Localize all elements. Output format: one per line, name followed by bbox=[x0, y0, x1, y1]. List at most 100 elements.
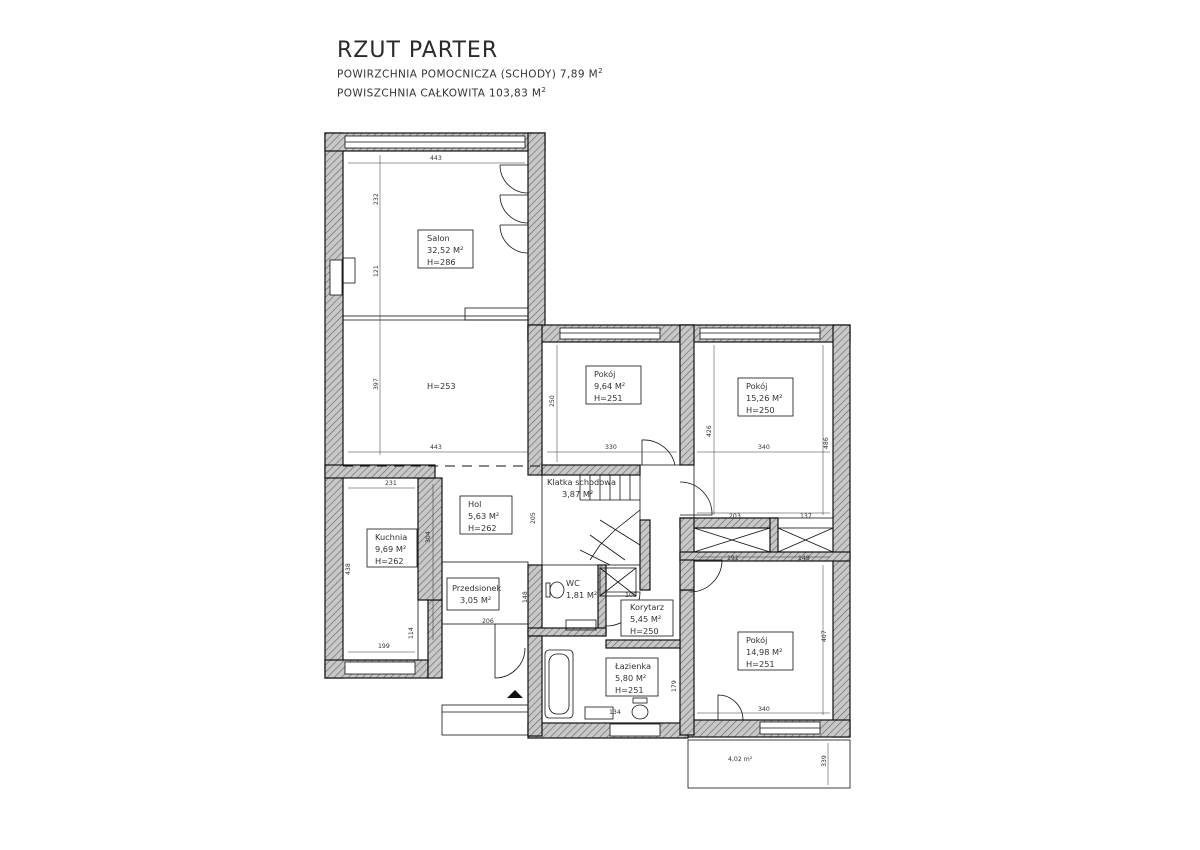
room-label-pokoj-3-name: Pokój bbox=[746, 635, 767, 645]
dim-salon-width: 443 bbox=[430, 155, 442, 162]
total-area-text: POWISZCHNIA CAŁKOWITA 103,83 M bbox=[337, 87, 542, 99]
dim-hol-depth: 205 bbox=[530, 512, 537, 524]
door-swing-entrance bbox=[494, 624, 526, 679]
dim-dining-depth: 397 bbox=[373, 378, 380, 390]
pokoj2-outline bbox=[693, 341, 834, 519]
window-salon-west bbox=[329, 259, 343, 296]
door-swing-balcony bbox=[717, 694, 744, 721]
wall-west bbox=[324, 132, 344, 679]
room-label-korytarz-area: 5,45 M² bbox=[630, 614, 661, 624]
room-label-klatka-name: Klatka schodowa bbox=[547, 477, 616, 487]
sink-bath-icon bbox=[584, 706, 614, 720]
room-label-przedsionek-area: 3,05 M² bbox=[460, 595, 491, 605]
dim-przedsionek-width: 206 bbox=[482, 618, 494, 625]
hol-wardrobe bbox=[464, 307, 529, 321]
room-label-pokoj-1-height: H=251 bbox=[594, 393, 623, 403]
room-labels: Salon 32,52 M² H=286 H=253 Pokój 9,64 M²… bbox=[366, 229, 794, 763]
doors bbox=[441, 164, 744, 736]
room-label-korytarz-name: Korytarz bbox=[630, 602, 664, 612]
dim-closet-2-width: 137 bbox=[800, 513, 812, 520]
wall-wc-west bbox=[527, 564, 543, 636]
dim-closet-2-lower: 149 bbox=[798, 555, 810, 562]
dim-pokoj1-depth: 250 bbox=[549, 395, 556, 407]
dim-kuchnia-width: 231 bbox=[385, 480, 397, 487]
door-swing-salon-1 bbox=[499, 164, 529, 194]
room-box-korytarz bbox=[620, 599, 674, 637]
room-label-pokoj-3-area: 14,98 M² bbox=[746, 647, 782, 657]
door-swing-salon-2 bbox=[499, 194, 529, 224]
room-box-pokoj-1 bbox=[585, 365, 642, 405]
wall-south-bath bbox=[527, 722, 689, 739]
dim-pokoj2-depth: 426 bbox=[706, 425, 713, 437]
dim-closet-1-width: 203 bbox=[729, 513, 741, 520]
dim-pokoj2-width: 340 bbox=[758, 444, 770, 451]
room-box-pokoj-3 bbox=[737, 631, 794, 671]
wall-east bbox=[832, 324, 851, 738]
door-swing-pokoj1 bbox=[641, 439, 676, 466]
dim-pokoj3-depth: 407 bbox=[821, 630, 828, 642]
wall-stair-east bbox=[639, 519, 651, 591]
window-pokoj2-north bbox=[699, 327, 821, 340]
room-box-salon bbox=[417, 229, 474, 269]
toilet-bath-icon bbox=[631, 704, 649, 720]
window-kitchen-south bbox=[344, 661, 416, 675]
przedsionek-outline bbox=[441, 561, 529, 625]
kitchen-appliance bbox=[342, 257, 356, 284]
room-label-wc-area: 1,81 M² bbox=[566, 590, 597, 600]
dim-pokoj3-width: 340 bbox=[758, 706, 770, 713]
wall-korytarz-east bbox=[679, 589, 695, 736]
wall-bath-west bbox=[527, 635, 543, 737]
room-label-kuchnia-area: 9,69 M² bbox=[375, 544, 406, 554]
room-label-salon-area: 32,52 M² bbox=[427, 245, 463, 255]
room-label-pokoj-2-name: Pokój bbox=[746, 381, 767, 391]
windows bbox=[329, 135, 821, 737]
wall-korytarz-south bbox=[605, 639, 681, 649]
wall-wc-south bbox=[527, 627, 607, 637]
wall-pokoj-divider bbox=[679, 324, 695, 466]
dim-bath-small: 134 bbox=[609, 709, 621, 716]
auxiliary-area-text: POWIRZCHNIA POMOCNICZA (SCHODY) 7,89 M bbox=[337, 68, 599, 81]
dim-salon-depth-upper: 232 bbox=[373, 193, 380, 205]
dim-przedsionek-depth: 148 bbox=[522, 591, 529, 603]
total-area-line: POWISZCHNIA CAŁKOWITA 103,83 M2 bbox=[337, 83, 603, 102]
dim-salon-depth-mid: 121 bbox=[373, 265, 380, 277]
room-label-hol-area: 5,63 M² bbox=[468, 511, 499, 521]
room-label-pokoj-2-height: H=250 bbox=[746, 405, 775, 415]
room-label-pokoj-1-area: 9,64 M² bbox=[594, 381, 625, 391]
room-label-kuchnia-name: Kuchnia bbox=[375, 532, 407, 542]
wall-pokoj1-west bbox=[527, 324, 543, 476]
fixtures bbox=[342, 257, 649, 720]
room-box-lazienka bbox=[605, 657, 659, 697]
door-swing-salon-3 bbox=[499, 224, 529, 254]
dim-lazienka-depth: 179 bbox=[671, 680, 678, 692]
dim-kuchnia-bottom-width: 199 bbox=[378, 643, 390, 650]
dim-pokoj2-full-depth: 486 bbox=[823, 437, 830, 449]
sink-wc-icon bbox=[565, 619, 597, 631]
terrace-outline bbox=[687, 739, 851, 789]
wc-cabinet bbox=[599, 567, 637, 597]
dim-terrace-depth: 339 bbox=[821, 755, 828, 767]
wall-wc-east bbox=[597, 564, 607, 636]
dimension-lines bbox=[348, 155, 830, 785]
entrance-step bbox=[441, 704, 529, 736]
door-swing-pokoj3 bbox=[689, 559, 723, 593]
room-label-hol-name: Hol bbox=[468, 499, 481, 509]
room-box-pokoj-2 bbox=[737, 377, 794, 417]
room-label-przedsionek-name: Przedsionek bbox=[452, 583, 501, 593]
room-label-lazienka-area: 5,80 M² bbox=[615, 673, 646, 683]
total-area-superscript: 2 bbox=[541, 85, 547, 94]
room-label-salon-name: Salon bbox=[427, 233, 450, 243]
closet-1 bbox=[693, 527, 771, 553]
auxiliary-area-superscript: 2 bbox=[598, 67, 603, 75]
door-swing-pokoj2 bbox=[679, 481, 713, 516]
dim-kuchnia-depth: 438 bbox=[345, 563, 352, 575]
room-label-kuchnia-height: H=262 bbox=[375, 556, 404, 566]
entrance-arrow-icon bbox=[507, 690, 523, 698]
salon-outline bbox=[342, 150, 529, 317]
room-label-hol-height: H=262 bbox=[468, 523, 497, 533]
dimension-labels: 443 232 121 397 443 250 330 426 340 486 … bbox=[345, 155, 830, 767]
room-label-korytarz-height: H=250 bbox=[630, 626, 659, 636]
auxiliary-area-line: POWIRZCHNIA POMOCNICZA (SCHODY) 7,89 M2 bbox=[337, 64, 603, 83]
wall-kitchen-north bbox=[324, 464, 436, 479]
